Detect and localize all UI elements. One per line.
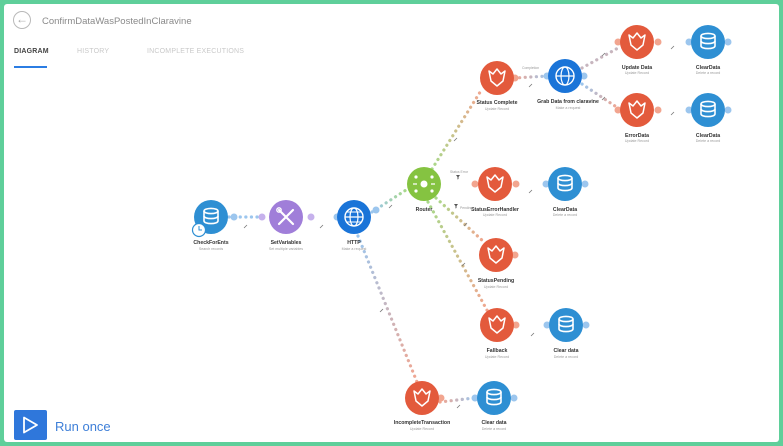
scenario-editor: ← ConfirmDataWasPostedInClaravine DIAGRA… bbox=[4, 4, 779, 442]
module-sublabel: Search records bbox=[198, 247, 224, 251]
filter-label[interactable]: Status Error bbox=[450, 170, 469, 174]
module-sublabel: Update Record bbox=[409, 427, 435, 431]
wrench-icon[interactable] bbox=[243, 224, 248, 229]
run-once-label[interactable]: Run once bbox=[55, 419, 111, 434]
module-label: ClearData bbox=[695, 65, 721, 71]
module-sublabel: Delete a record bbox=[552, 213, 578, 217]
module-update-data[interactable] bbox=[614, 25, 662, 59]
wrench-icon[interactable] bbox=[379, 308, 384, 313]
modules bbox=[191, 25, 732, 415]
diagram-canvas bbox=[191, 25, 732, 415]
tab-history[interactable]: HISTORY bbox=[77, 48, 110, 55]
module-label: StatusPending bbox=[477, 278, 515, 284]
module-sublabel: Set multiple variables bbox=[268, 247, 304, 251]
wrench-icon[interactable] bbox=[388, 204, 393, 209]
connection[interactable] bbox=[356, 234, 419, 384]
module-label: ClearData bbox=[695, 133, 721, 139]
module-sublabel: Delete a record bbox=[695, 71, 721, 75]
connection[interactable] bbox=[434, 196, 486, 244]
module-status-complete[interactable] bbox=[480, 61, 519, 95]
module-label: Fallback bbox=[486, 348, 508, 354]
filter-label[interactable]: Completion bbox=[522, 66, 540, 70]
connection[interactable] bbox=[580, 82, 620, 110]
module-sublabel: Delete a record bbox=[553, 355, 579, 359]
play-icon bbox=[23, 416, 38, 434]
module-sublabel: Make a request bbox=[555, 106, 581, 110]
active-tab-indicator bbox=[14, 66, 47, 68]
module-label: StatusErrorHandler bbox=[471, 207, 519, 213]
module-sublabel: Update Record bbox=[484, 355, 510, 359]
module-label: Clear data bbox=[553, 348, 579, 354]
wrench-icon[interactable] bbox=[453, 137, 458, 142]
tab-incomplete-executions[interactable]: INCOMPLETE EXECUTIONS bbox=[147, 48, 245, 55]
module-grab-data[interactable] bbox=[543, 59, 588, 93]
module-label: ClearData bbox=[552, 207, 578, 213]
module-sublabel: Update Record bbox=[484, 107, 510, 111]
module-label: Status Complete bbox=[476, 100, 518, 106]
wrench-icon[interactable] bbox=[456, 404, 461, 409]
module-cleardata-2[interactable] bbox=[685, 93, 732, 127]
connection[interactable] bbox=[438, 396, 476, 404]
wrench-icon[interactable] bbox=[461, 262, 466, 267]
module-label: Router bbox=[415, 207, 433, 213]
module-label: CheckForEnts bbox=[193, 240, 229, 246]
module-label: Clear data bbox=[481, 420, 507, 426]
wrench-icon[interactable] bbox=[319, 224, 324, 229]
module-setvariables[interactable] bbox=[258, 200, 315, 234]
module-incompletetransaction[interactable] bbox=[405, 381, 445, 415]
module-sublabel: Update Record bbox=[483, 285, 509, 289]
module-sublabel: Delete a record bbox=[481, 427, 507, 431]
filter-funnel-icon[interactable] bbox=[454, 204, 458, 209]
module-errordata[interactable] bbox=[614, 93, 662, 127]
module-http[interactable] bbox=[333, 200, 380, 234]
wrench-icon[interactable] bbox=[463, 222, 468, 227]
module-sublabel: Update Record bbox=[624, 139, 650, 143]
module-checkforents[interactable] bbox=[191, 200, 238, 238]
module-clear-data-1[interactable] bbox=[543, 308, 590, 342]
connection[interactable] bbox=[580, 46, 620, 70]
connection[interactable] bbox=[430, 87, 484, 171]
filter-label[interactable]: Pending bbox=[460, 206, 473, 210]
module-sublabel: Make a request bbox=[341, 247, 367, 251]
module-label: ErrorData bbox=[625, 133, 649, 139]
module-fallback[interactable] bbox=[480, 308, 520, 342]
module-label: IncompleteTransaction bbox=[393, 420, 451, 426]
wrench-icon[interactable] bbox=[601, 96, 606, 101]
wrench-icon[interactable] bbox=[528, 83, 533, 88]
wrench-icon[interactable] bbox=[530, 332, 535, 337]
module-cleardata-1[interactable] bbox=[685, 25, 732, 59]
module-cleardata-3[interactable] bbox=[542, 167, 589, 201]
scenario-title: ConfirmDataWasPostedInClaravine bbox=[42, 16, 192, 27]
module-sublabel: Update Record bbox=[624, 71, 650, 75]
back-arrow-icon[interactable]: ← bbox=[13, 11, 31, 29]
wrench-icon[interactable] bbox=[670, 45, 675, 50]
wrench-icon[interactable] bbox=[528, 189, 533, 194]
run-once-button[interactable] bbox=[14, 410, 47, 440]
header: ← ConfirmDataWasPostedInClaravine DIAGRA… bbox=[4, 4, 779, 74]
module-statuspending[interactable] bbox=[479, 238, 519, 272]
tab-diagram[interactable]: DIAGRAM bbox=[14, 48, 49, 55]
module-clear-data-2[interactable] bbox=[471, 381, 518, 415]
wrench-icon[interactable] bbox=[670, 111, 675, 116]
connection[interactable] bbox=[426, 200, 490, 314]
module-label: HTTP bbox=[347, 240, 361, 246]
module-statuserrorhandler[interactable] bbox=[471, 167, 520, 201]
module-sublabel: Update Record bbox=[482, 213, 508, 217]
module-label: SetVariables bbox=[270, 240, 302, 246]
module-label: Update Data bbox=[621, 65, 653, 71]
connection-handles bbox=[243, 45, 675, 409]
connection[interactable] bbox=[512, 74, 550, 80]
module-sublabel: Delete a record bbox=[695, 139, 721, 143]
wrench-icon[interactable] bbox=[601, 52, 606, 57]
module-label: Grab Data from claravine bbox=[537, 99, 599, 105]
module-router[interactable] bbox=[407, 167, 441, 201]
filter-funnel-icon[interactable] bbox=[456, 175, 460, 180]
